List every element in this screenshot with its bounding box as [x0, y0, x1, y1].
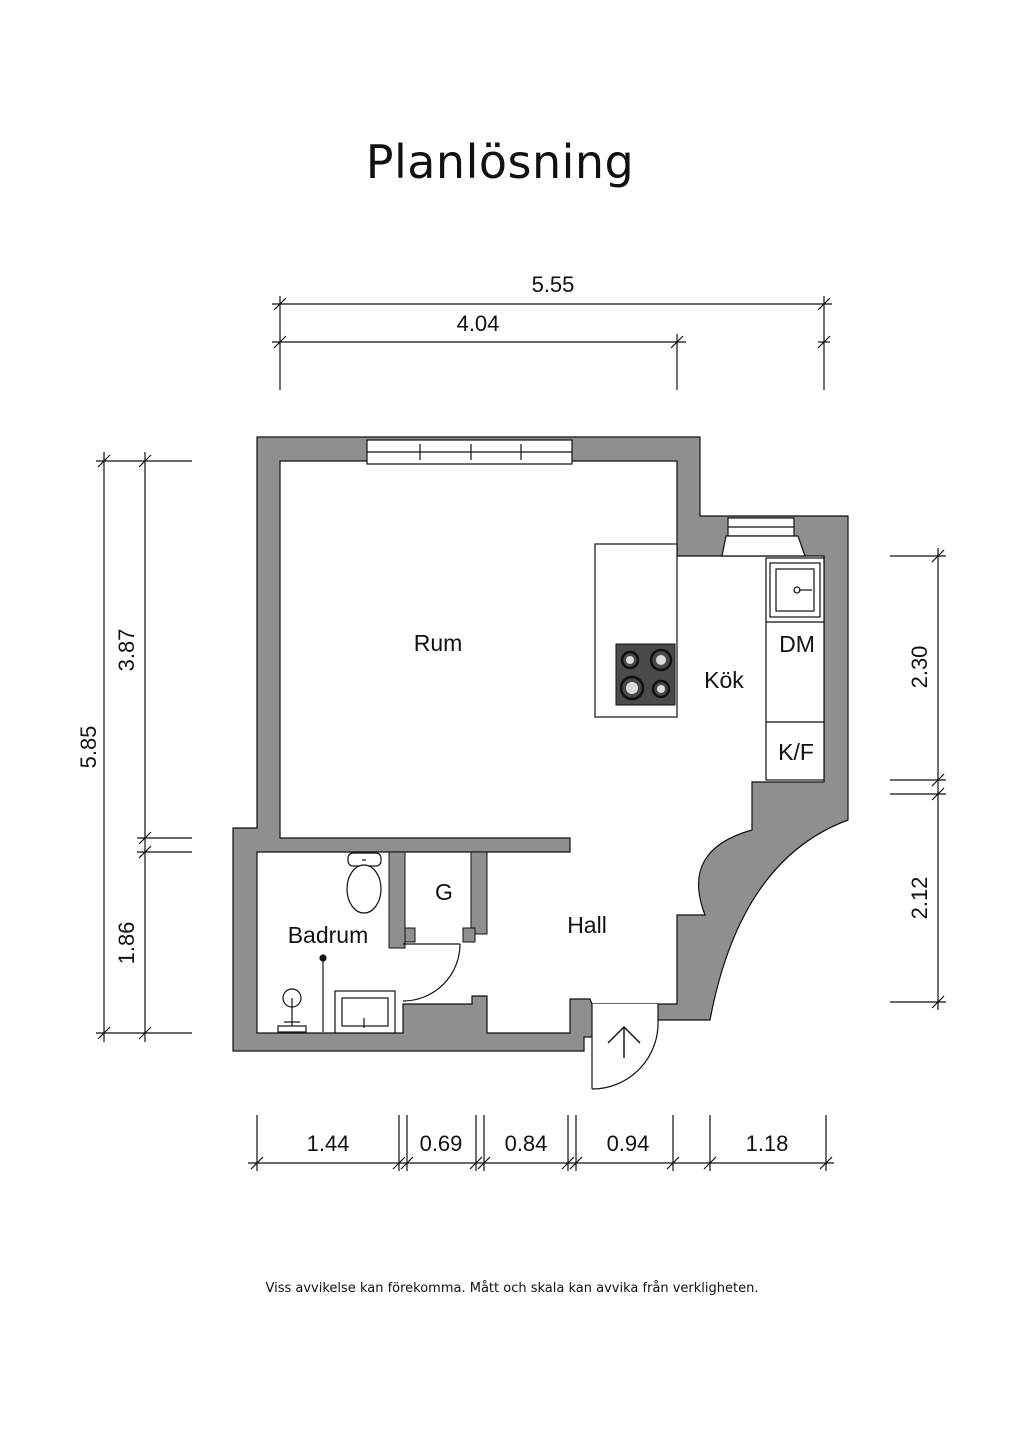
dimension-label-bottom: 0.94 — [607, 1131, 650, 1156]
dimension-right-lower — [890, 787, 946, 1010]
room-label-hall: Hall — [567, 912, 607, 938]
room-label-g: G — [435, 879, 453, 905]
closet-stub-right — [462, 927, 476, 943]
bath-wall-stub — [388, 851, 406, 949]
page-title: Planlösning — [365, 135, 635, 189]
closet-wall-right — [470, 851, 488, 935]
entrance-door — [591, 1004, 659, 1090]
disclaimer: Viss avvikelse kan förekomma. Mått och s… — [265, 1281, 759, 1296]
entrance-arrow-icon — [607, 1026, 641, 1058]
window-kitchen — [721, 517, 806, 557]
toilet-icon — [346, 852, 382, 914]
room-label-dm: DM — [779, 631, 815, 657]
dimension-label-bottom: 1.18 — [746, 1131, 789, 1156]
dimension-label-top-total: 5.55 — [532, 272, 575, 297]
dimension-label-bottom: 1.44 — [307, 1131, 350, 1156]
dimension-label-bottom: 0.69 — [420, 1131, 463, 1156]
window-main — [366, 439, 573, 465]
dimension-label-right-upper: 2.30 — [907, 646, 932, 689]
stove-icon — [615, 643, 676, 706]
dimension-label-left-total: 5.85 — [76, 726, 101, 769]
dimension-right-upper — [890, 548, 946, 788]
dimension-left-upper — [137, 452, 192, 846]
dimension-label-top-partial: 4.04 — [457, 311, 500, 336]
room-label-kf: K/F — [778, 739, 814, 765]
dimension-left-lower — [137, 845, 192, 1042]
room-label-rum: Rum — [414, 630, 463, 656]
dimension-label-left-upper: 3.87 — [114, 629, 139, 672]
bathroom-door — [402, 943, 461, 1002]
dimension-label-right-lower: 2.12 — [907, 877, 932, 920]
sink-icon — [769, 562, 821, 618]
room-label-kok: Kök — [704, 667, 744, 693]
shower-icon — [277, 954, 327, 1033]
dimension-top-partial — [272, 334, 831, 390]
washbasin-icon — [334, 990, 396, 1034]
room-label-badrum: Badrum — [288, 922, 369, 948]
dimension-left-total — [96, 452, 192, 1042]
dimension-top-total — [272, 296, 832, 390]
dimension-label-bottom: 0.84 — [505, 1131, 548, 1156]
dimension-bottom-chain — [248, 1115, 834, 1171]
dimension-label-left-lower: 1.86 — [114, 922, 139, 965]
